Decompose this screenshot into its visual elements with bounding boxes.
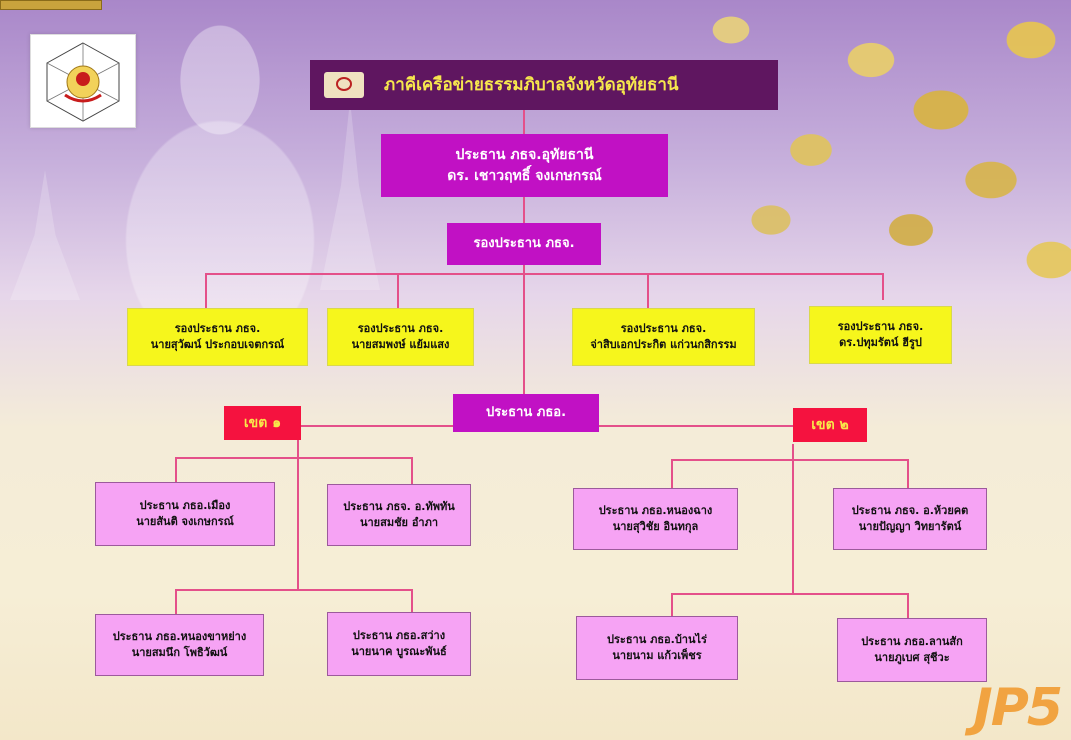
- district-chair-position: ประธาน ภธจ. อ.ทัพทัน: [343, 500, 455, 514]
- vice-chair-name: ดร.ปทุมรัตน์ ฮีรูป: [839, 336, 922, 349]
- buddha-silhouette: [120, 10, 320, 310]
- vice-chair-position: รองประธาน ภธจ.: [357, 322, 444, 336]
- district-chair-header-box: ประธาน ภธอ.: [453, 394, 599, 432]
- district-chair-position: ประธาน ภธอ.สว่าง: [352, 629, 446, 643]
- chairman-name: ดร. เชาวฤทธิ์ จงเกษกรณ์: [447, 167, 602, 184]
- zone-2-label: เขต ๒: [811, 416, 849, 433]
- district-chair-name: นายสมนึก โพธิวัฒน์: [131, 646, 228, 659]
- chart-title: ภาคีเครือข่ายธรรมภิบาลจังหวัดอุทัยธานี: [384, 74, 679, 95]
- district-chair-name: นายภูเบศ สุชีวะ: [874, 651, 950, 664]
- district-chair-box: ประธาน ภธจ. อ.ทัพทัน นายสมชัย อำภา: [327, 484, 471, 546]
- district-chair-box: ประธาน ภธอ.หนองขาหย่าง นายสมนึก โพธิวัฒน…: [95, 614, 264, 676]
- district-chair-position: ประธาน ภธจ. อ.ห้วยคต: [851, 504, 969, 518]
- district-chair-name: นายนาม แก้วเพ็ชร: [612, 649, 702, 662]
- vice-chair-box: รองประธาน ภธจ. นายสมพงษ์ แย้มแสง: [327, 308, 474, 366]
- chairman-position: ประธาน ภธจ.อุทัยธานี: [455, 147, 594, 164]
- top-corner-strip: [0, 0, 102, 10]
- chairman-box: ประธาน ภธจ.อุทัยธานี ดร. เชาวฤทธิ์ จงเกษ…: [381, 134, 668, 197]
- vice-chair-box: รองประธาน ภธจ. ดร.ปทุมรัตน์ ฮีรูป: [809, 306, 952, 364]
- zone-1-label-box: เขต ๑: [224, 406, 301, 440]
- vice-chair-name: จ่าสิบเอกประกิต แก่วนกสิกรรม: [590, 338, 737, 351]
- district-chair-box: ประธาน ภธอ.บ้านไร่ นายนาม แก้วเพ็ชร: [576, 616, 738, 680]
- organization-logo: [30, 34, 136, 128]
- jp5-watermark: JP5: [973, 678, 1063, 738]
- district-chair-name: นายนาค บูรณะพันธ์: [351, 645, 447, 658]
- district-chair-name: นายสุวิชัย อินทกุล: [612, 520, 699, 533]
- district-chair-box: ประธาน ภธอ.สว่าง นายนาค บูรณะพันธ์: [327, 612, 471, 676]
- vice-chair-position: รองประธาน ภธจ.: [620, 322, 707, 336]
- vice-chair-name: นายสมพงษ์ แย้มแสง: [351, 338, 450, 351]
- district-chair-position: ประธาน ภธอ.บ้านไร่: [607, 633, 707, 647]
- zone-1-label: เขต ๑: [243, 414, 282, 431]
- district-chair-box: ประธาน ภธอ.เมือง นายสันติ จงเกษกรณ์: [95, 482, 275, 546]
- district-chair-position: ประธาน ภธอ.ลานสัก: [861, 635, 963, 649]
- district-chair-box: ประธาน ภธจ. อ.ห้วยคต นายปัญญา วิทยารัตน์: [833, 488, 987, 550]
- district-chair-position: ประธาน ภธอ.หนองฉาง: [598, 504, 713, 518]
- district-chair-position: ประธาน ภธอ.หนองขาหย่าง: [112, 630, 247, 644]
- chart-title-banner: ภาคีเครือข่ายธรรมภิบาลจังหวัดอุทัยธานี: [310, 60, 778, 110]
- vice-chair-box: รองประธาน ภธจ. จ่าสิบเอกประกิต แก่วนกสิก…: [572, 308, 755, 366]
- district-chair-name: นายสันติ จงเกษกรณ์: [136, 515, 234, 528]
- district-chair-box: ประธาน ภธอ.หนองฉาง นายสุวิชัย อินทกุล: [573, 488, 738, 550]
- vice-chair-header-box: รองประธาน ภธจ.: [447, 223, 601, 265]
- vice-chair-box: รองประธาน ภธจ. นายสุวัฒน์ ประกอบเจตกรณ์: [127, 308, 308, 366]
- district-chair-position: ประธาน ภธอ.เมือง: [139, 499, 231, 513]
- emblem-icon: [324, 72, 364, 98]
- district-chair-box: ประธาน ภธอ.ลานสัก นายภูเบศ สุชีวะ: [837, 618, 987, 682]
- district-chair-header: ประธาน ภธอ.: [485, 404, 567, 420]
- vice-chair-position: รองประธาน ภธจ.: [174, 322, 261, 336]
- vice-chair-position: รองประธาน ภธจ.: [837, 320, 924, 334]
- district-chair-name: นายสมชัย อำภา: [359, 516, 439, 529]
- vice-chair-name: นายสุวัฒน์ ประกอบเจตกรณ์: [150, 338, 285, 351]
- district-chair-name: นายปัญญา วิทยารัตน์: [858, 520, 962, 533]
- vice-chair-header: รองประธาน ภธจ.: [473, 235, 575, 251]
- zone-2-label-box: เขต ๒: [793, 408, 867, 442]
